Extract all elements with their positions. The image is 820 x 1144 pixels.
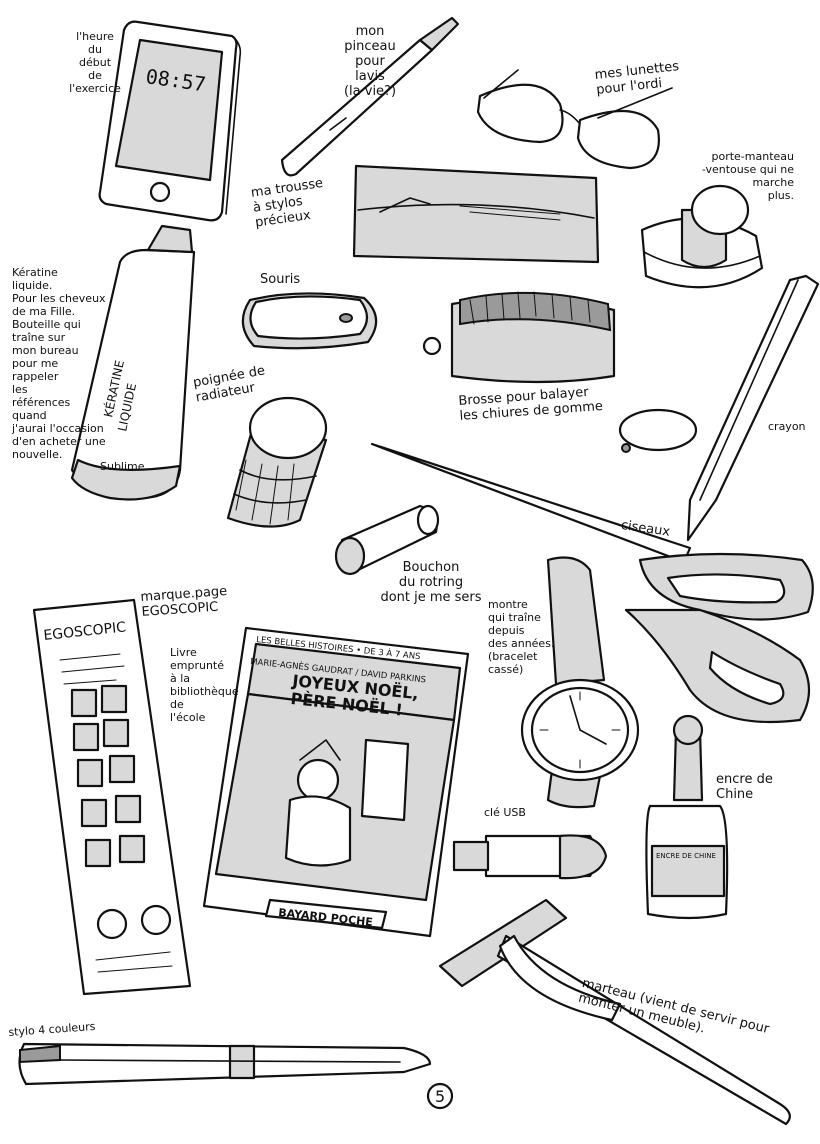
book-drawing — [202, 626, 470, 938]
watch-note: montre qui traîne depuis des années. (br… — [488, 598, 555, 676]
lavis-brush-drawing — [280, 16, 460, 177]
ink-label: ENCRE DE CHINE — [656, 852, 716, 860]
crayon-note: crayon — [768, 420, 806, 433]
phone-drawing — [98, 20, 242, 222]
glasses-drawing — [476, 69, 673, 170]
mouse-note: Souris — [260, 272, 301, 287]
rotring-cap-drawing — [334, 504, 440, 576]
pencil-case-drawing — [352, 164, 600, 264]
ink-bottle-drawing — [645, 714, 729, 920]
bottle-label-3: Sublime — [100, 460, 145, 473]
keratin-note: Kératine liquide. Pour les cheveux de ma… — [12, 266, 106, 461]
eraser-crumb-drawing — [618, 408, 698, 453]
usb-note: clé USB — [484, 806, 526, 819]
hammer-drawing — [438, 898, 791, 1126]
bookmark-note: marque.page EGOSCOPIC — [140, 583, 228, 620]
keratin-bottle-drawing — [70, 224, 196, 501]
four-colour-pen-drawing — [18, 1042, 432, 1086]
rotring-cap-note: Bouchon du rotring dont je me sers — [380, 560, 482, 605]
eraser-brush-drawing — [422, 291, 616, 384]
watch-drawing — [520, 556, 640, 809]
brush-note: mon pinceau pour lavis (la vie?) — [343, 24, 397, 99]
book-note: Livre emprunté à la bibliothèque de l'éc… — [170, 646, 239, 724]
radiator-knob-drawing — [226, 396, 328, 528]
mouse-drawing — [241, 292, 378, 350]
coat-hook-drawing — [640, 184, 764, 289]
page-number-circle — [426, 1082, 454, 1110]
phone-note: l'heure du début de l'exercice — [69, 30, 121, 95]
ink-note: encre de Chine — [716, 772, 773, 802]
usb-key-drawing — [452, 834, 608, 880]
crayon-drawing — [686, 274, 820, 542]
coat-hook-note: porte-manteau -ventouse qui ne marche pl… — [701, 150, 794, 202]
page-number: 5 — [435, 1087, 445, 1106]
scissors-drawing — [370, 442, 814, 724]
bookmark-drawing — [32, 598, 192, 996]
